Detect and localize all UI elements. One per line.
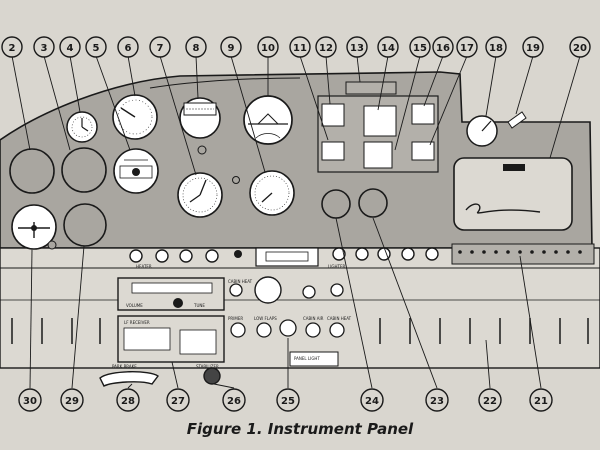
empty-gauge-hole-23	[358, 188, 388, 218]
altimeter-gauge	[177, 172, 223, 218]
label-heater: HEATER	[136, 264, 152, 269]
fuel-quantity-gauge	[179, 97, 221, 139]
label-cabin-heat: CABIN HEAT	[327, 316, 352, 321]
tachometer-gauge	[112, 94, 158, 140]
cabin-air-knob	[305, 322, 321, 338]
callout-21: 21	[534, 396, 548, 407]
stabilizer-knob	[203, 367, 221, 385]
callout-14: 14	[381, 43, 395, 54]
label-lighter: LIGHTER	[328, 264, 345, 269]
callout-27: 27	[171, 396, 185, 407]
empty-gauge-hole-29	[63, 203, 107, 247]
ignition-switch	[254, 276, 282, 304]
circuit-breakers	[458, 250, 582, 254]
callout-10: 10	[261, 43, 275, 54]
callout-numbers-bottom: 30 29 28 27 26 25 24 23 22 21	[23, 396, 548, 407]
panel-trim	[149, 77, 301, 89]
callout-markers-top	[1, 36, 591, 58]
receiver-selector	[179, 329, 217, 355]
callout-9: 9	[228, 43, 235, 54]
callout-24: 24	[365, 396, 379, 407]
callout-numbers-top: 2 3 4 5 6 7 8 9 10 11 12 13 14 15 16 17 …	[9, 43, 587, 54]
callout-6: 6	[125, 43, 132, 54]
callout-30: 30	[23, 396, 37, 407]
label-cabin-heat-top: CABIN HEAT	[228, 279, 253, 284]
callout-3: 3	[41, 43, 48, 54]
compass-gauge	[466, 115, 498, 147]
label-stabilizer: STABILIZER	[196, 364, 219, 369]
empty-gauge-hole-left	[9, 148, 55, 194]
clock-gauge	[66, 111, 98, 143]
empty-gauge-hole-3	[61, 147, 107, 193]
label-low-flaps: LOW FLAPS	[254, 316, 277, 321]
switch-row-left	[129, 249, 242, 263]
label-cabin-air: CABIN AIR	[303, 316, 324, 321]
small-knob	[197, 145, 207, 155]
radio-knob	[173, 298, 183, 308]
callout-8: 8	[193, 43, 200, 54]
callout-5: 5	[93, 43, 100, 54]
map-light	[507, 111, 527, 129]
callout-18: 18	[489, 43, 503, 54]
mixture-knob	[330, 283, 344, 297]
callout-15: 15	[413, 43, 427, 54]
cluster-top-bracket	[345, 81, 397, 95]
cabin-heat-knob	[329, 322, 345, 338]
figure-caption: Figure 1. Instrument Panel	[186, 420, 414, 438]
callout-28: 28	[121, 396, 135, 407]
callout-17: 17	[460, 43, 474, 54]
label-panel-lights: PANEL LIGHT	[294, 356, 320, 361]
callout-20: 20	[573, 43, 587, 54]
throttle-knob	[279, 319, 297, 337]
brand-script-mark	[465, 203, 541, 214]
callout-4: 4	[67, 43, 74, 54]
callout-25: 25	[281, 396, 295, 407]
park-brake-handle	[99, 371, 159, 387]
center-indicator-window	[265, 251, 309, 262]
callout-2: 2	[9, 43, 16, 54]
callout-26: 26	[227, 396, 241, 407]
label-tune: TUNE	[193, 303, 205, 308]
label-lf-receiver: LF RECEIVER	[124, 320, 150, 325]
turn-indicator-gauge	[113, 148, 159, 194]
callout-19: 19	[526, 43, 540, 54]
low-flaps-knob	[256, 322, 272, 338]
small-indicator-light	[232, 176, 240, 184]
radio-dial	[131, 282, 213, 294]
small-knob-left	[47, 240, 57, 250]
callout-22: 22	[483, 396, 497, 407]
receiver-dial	[123, 327, 171, 351]
callout-16: 16	[436, 43, 450, 54]
label-volume: VOLUME	[126, 303, 143, 308]
leader-lines	[11, 55, 581, 389]
primer-knob	[230, 322, 246, 338]
attitude-gyro-gauge	[243, 95, 293, 145]
cluster-gauge-faces	[321, 103, 435, 169]
label-park-brake: PARK BRAKE	[112, 364, 137, 369]
label-primer: PRIMER	[228, 316, 243, 321]
panel-light-switch	[289, 351, 339, 367]
airspeed-gauge	[249, 170, 295, 216]
callout-29: 29	[65, 396, 79, 407]
circuit-breaker-strip	[451, 243, 595, 265]
callout-23: 23	[430, 396, 444, 407]
callout-markers-bottom	[18, 388, 553, 412]
callout-12: 12	[319, 43, 333, 54]
turn-bank-gauge	[11, 204, 57, 250]
callout-7: 7	[157, 43, 164, 54]
glove-box-latch	[503, 164, 525, 171]
panel-slots	[11, 318, 589, 344]
callout-13: 13	[350, 43, 364, 54]
lighter-knob	[332, 247, 346, 261]
switch-row-right	[355, 247, 439, 261]
callout-11: 11	[293, 43, 307, 54]
carb-heat-knob	[302, 285, 316, 299]
empty-gauge-hole-24	[321, 189, 351, 219]
cabin-heat-knob-top	[229, 283, 243, 297]
